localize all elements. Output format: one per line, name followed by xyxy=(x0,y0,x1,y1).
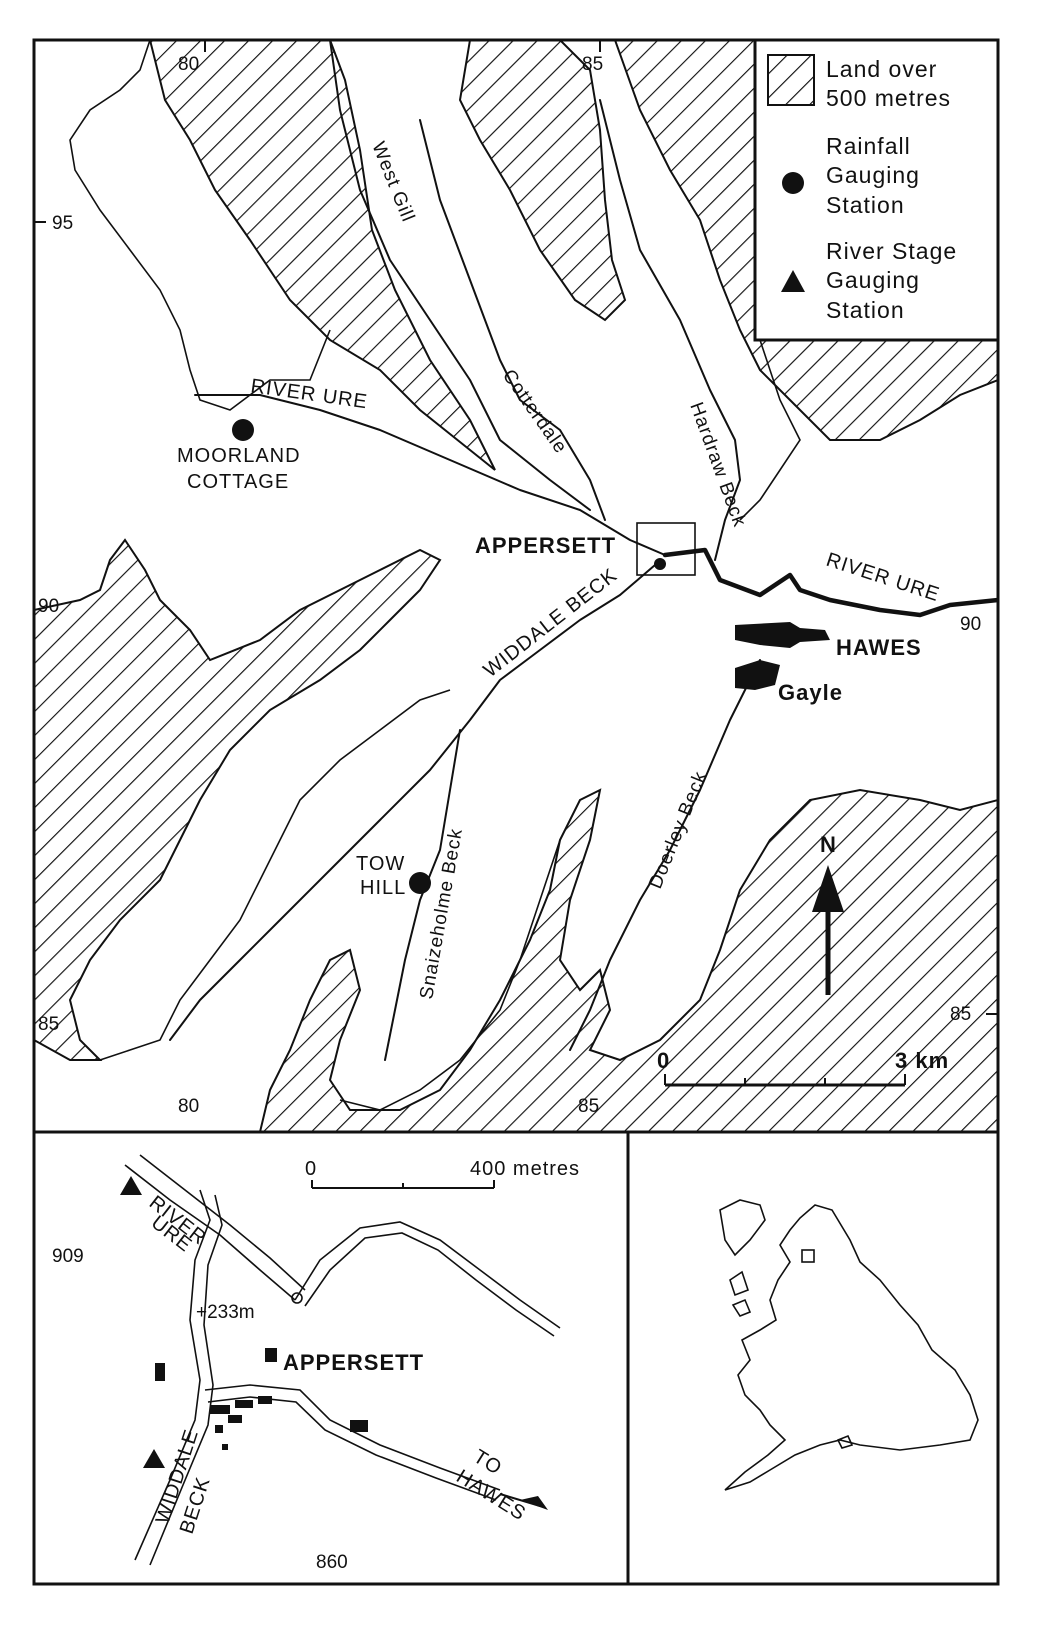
legend-hatch-swatch xyxy=(767,54,815,106)
legend: Land over 500 metres Rainfall Gauging St… xyxy=(753,38,1000,342)
hardraw-beck-stream xyxy=(599,99,741,561)
main-scale-bar: 0 3 km xyxy=(657,1048,949,1087)
hawes-label: HAWES xyxy=(836,635,922,660)
catchment-boundary-south xyxy=(99,689,561,1111)
west-gill-label: West Gill xyxy=(367,139,418,225)
tow-label-2: HILL xyxy=(360,877,406,899)
main-grid-labels: 80 85 80 85 95 90 85 90 85 xyxy=(34,40,998,1117)
hardraw-beck-label: Hardraw Beck xyxy=(685,400,750,531)
inset-grid-860: 860 xyxy=(316,1552,348,1573)
legend-rainfall-icon xyxy=(782,172,804,194)
hawes-town xyxy=(735,622,830,648)
inset-scale-end: 400 metres xyxy=(470,1158,580,1180)
appersett-village-dot xyxy=(654,558,666,570)
inset-river-gauge-widdale xyxy=(143,1449,165,1468)
moorland-label-1: MOORLAND xyxy=(177,445,301,467)
main-scale-end: 3 km xyxy=(895,1048,949,1073)
gayle-label: Gayle xyxy=(778,680,843,705)
tow-hill-rainfall-station xyxy=(409,872,431,894)
cotterdale-label: Cotterdale xyxy=(498,366,571,458)
appersett-label: APPERSETT xyxy=(475,533,616,558)
appersett-inset-locator xyxy=(636,522,696,576)
river-ure-east-label: RIVER URE xyxy=(823,549,942,606)
upland-south xyxy=(258,788,998,1132)
grid-left-95: 95 xyxy=(52,213,73,234)
grid-right-85: 85 xyxy=(950,1004,971,1025)
main-scale-start: 0 xyxy=(657,1048,670,1073)
grid-left-85: 85 xyxy=(38,1014,59,1035)
grid-top-80: 80 xyxy=(178,54,199,75)
inset-grid-909: 909 xyxy=(52,1246,84,1267)
moorland-cottage-rainfall-station xyxy=(232,419,254,441)
legend-river-stage-icon xyxy=(781,270,805,292)
widdale-beck-stream xyxy=(169,564,656,1041)
grid-right-90: 90 xyxy=(960,614,981,635)
river-ure-lower xyxy=(662,547,998,618)
legend-rain-line2: Gauging xyxy=(826,162,920,188)
west-gill-stream xyxy=(329,40,591,511)
snaizeholme-beck-stream xyxy=(384,729,461,1061)
cotterdale-stream xyxy=(419,119,606,521)
legend-rain-line3: Station xyxy=(826,192,905,218)
britain-locator-map xyxy=(719,1199,979,1491)
upland-north-west xyxy=(148,40,496,471)
upland-south-west xyxy=(34,538,442,1061)
grid-bottom-85: 85 xyxy=(578,1096,599,1117)
legend-land-line1: Land over xyxy=(826,56,937,82)
tow-label-1: TOW xyxy=(356,853,405,875)
legend-river-line3: Station xyxy=(826,297,905,323)
britain-locator-box xyxy=(801,1249,815,1263)
grid-left-90: 90 xyxy=(38,596,59,617)
legend-land-line2: 500 metres xyxy=(826,85,951,111)
inset-scale-start: 0 xyxy=(305,1158,317,1180)
river-ure-upper xyxy=(194,394,666,556)
catchment-boundary-east xyxy=(739,339,801,521)
bottom-panels-frame xyxy=(32,1130,1000,1586)
widdale-beck-label: WIDDALE BECK xyxy=(480,564,622,682)
legend-river-line2: Gauging xyxy=(826,267,920,293)
inset-river-gauge-ure xyxy=(120,1176,142,1195)
snaizeholme-beck-label: Snaizeholme Beck xyxy=(416,826,467,1000)
moorland-label-2: COTTAGE xyxy=(187,471,289,493)
north-arrow: N xyxy=(812,832,844,995)
inset-appersett-label: APPERSETT xyxy=(283,1350,424,1375)
upland-north-central xyxy=(458,40,627,322)
legend-river-line1: River Stage xyxy=(826,238,957,264)
legend-rain-line1: Rainfall xyxy=(826,133,911,159)
doerley-beck-stream xyxy=(569,659,761,1051)
doerley-beck-label: Doerley Beck xyxy=(645,768,711,892)
north-arrow-label: N xyxy=(820,832,837,857)
appersett-inset-map: 0 400 metres 909 860 RIVER xyxy=(52,1154,580,1573)
gayle-village xyxy=(735,660,780,690)
grid-bottom-80: 80 xyxy=(178,1096,199,1117)
inset-spot-height: +233m xyxy=(196,1302,255,1323)
grid-top-85: 85 xyxy=(582,54,603,75)
